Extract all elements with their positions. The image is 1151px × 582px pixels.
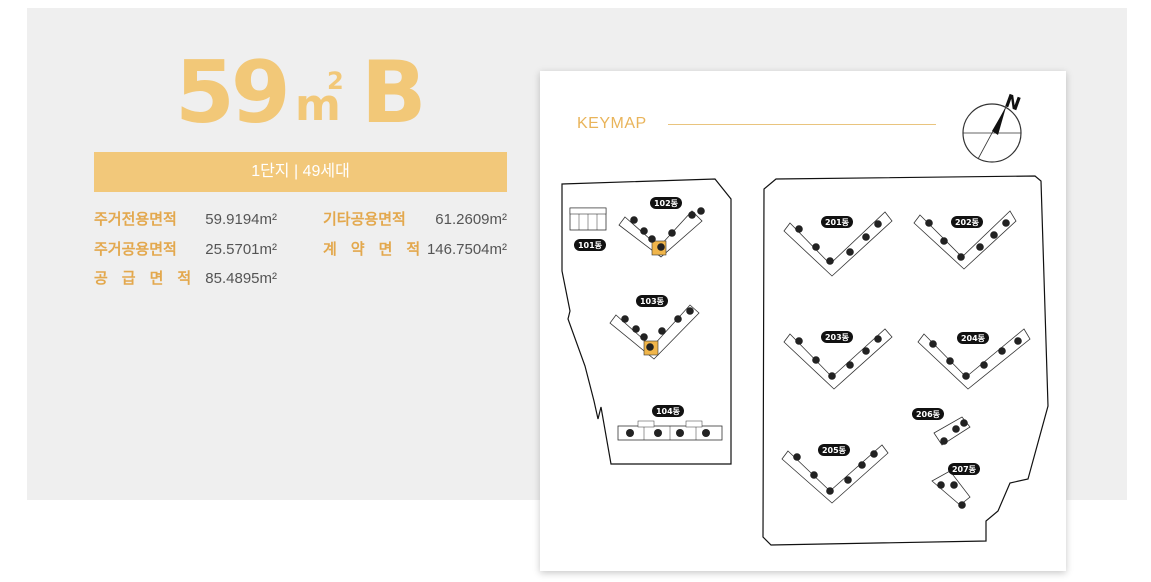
label-203: 203동 [821, 331, 853, 343]
label-207: 207동 [948, 463, 980, 475]
building-202-plan [913, 210, 1017, 270]
spec-label-contract: 계약면적 [323, 241, 435, 258]
complex-household-band: 1단지 | 49세대 [94, 152, 507, 192]
building-203-plan [783, 328, 893, 390]
svg-text:101동: 101동 [578, 241, 603, 250]
area-unit-superscript: 2 [327, 67, 344, 95]
label-206: 206동 [912, 408, 944, 420]
label-104: 104동 [652, 405, 684, 417]
svg-text:206동: 206동 [916, 410, 941, 419]
spec-value-supply: 85.4895m² [205, 270, 277, 287]
site-map: N [561, 91, 1049, 546]
label-103: 103동 [636, 295, 668, 307]
svg-text:104동: 104동 [656, 407, 681, 416]
svg-text:207동: 207동 [952, 465, 977, 474]
building-206-plan [933, 416, 971, 446]
spec-label-other-common: 기타공용면적 [323, 211, 406, 228]
building-103-plan [609, 304, 700, 360]
unit-type-letter: B [361, 43, 427, 143]
building-102-plan [618, 207, 705, 258]
compass-icon: N [962, 91, 1023, 163]
spec-value-exclusive: 59.9194m² [205, 211, 277, 228]
label-101: 101동 [574, 239, 606, 251]
label-102: 102동 [650, 197, 682, 209]
label-205: 205동 [818, 444, 850, 456]
svg-text:103동: 103동 [640, 297, 665, 306]
svg-text:205동: 205동 [822, 446, 847, 455]
keymap-card: KEYMAP N [540, 71, 1066, 571]
complex1-outline [561, 178, 732, 465]
svg-text:201동: 201동 [825, 218, 850, 227]
svg-text:102동: 102동 [654, 199, 679, 208]
spec-label-residential-common: 주거공용면적 [94, 241, 177, 258]
svg-text:204동: 204동 [961, 334, 986, 343]
svg-text:203동: 203동 [825, 333, 850, 342]
area-number: 59 [175, 43, 291, 143]
spec-label-supply: 공급면적 [94, 270, 206, 287]
building-204-plan [917, 328, 1031, 390]
svg-text:202동: 202동 [955, 218, 980, 227]
spec-value-contract: 146.7504m² [426, 241, 507, 258]
compass-letter: N [1002, 91, 1023, 116]
spec-value-residential-common: 25.5701m² [205, 241, 277, 258]
spec-value-other-common: 61.2609m² [435, 211, 507, 228]
building-205-plan [781, 444, 889, 504]
building-104-plan [617, 420, 723, 441]
keymap-title: KEYMAP [577, 115, 647, 132]
keymap-divider [668, 124, 936, 125]
label-204: 204동 [957, 332, 989, 344]
building-101 [569, 207, 607, 231]
spec-label-exclusive: 주거전용면적 [94, 211, 177, 228]
building-207-plan [931, 470, 971, 509]
building-201-plan [783, 211, 893, 277]
label-202: 202동 [951, 216, 983, 228]
label-201: 201동 [821, 216, 853, 228]
area-unit: m [295, 80, 341, 131]
unit-type-title: 59 m 2 B [175, 38, 435, 148]
